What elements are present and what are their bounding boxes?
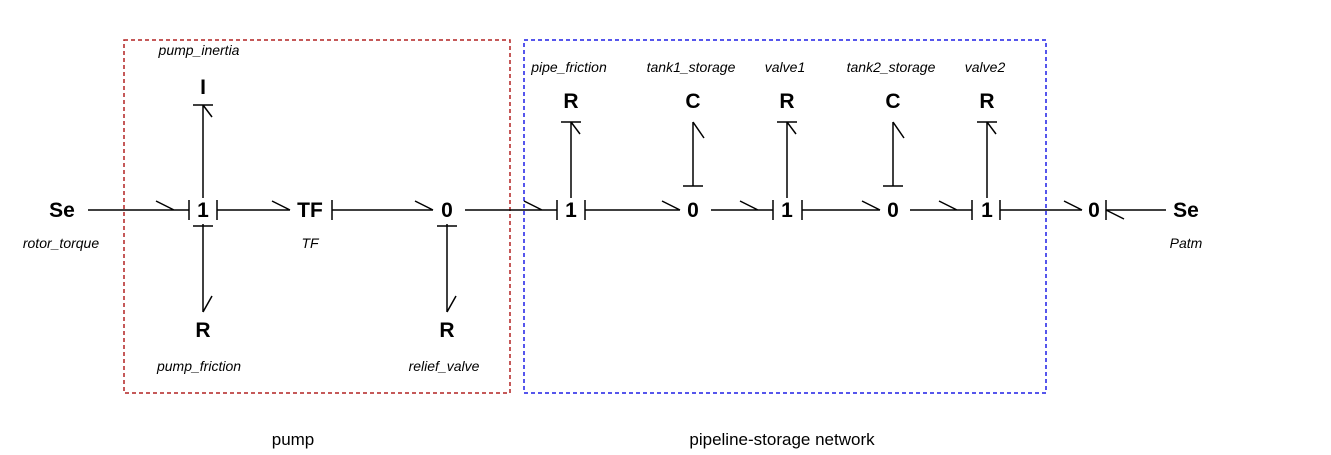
c-tank1-storage: C (685, 90, 700, 113)
bond-1-to-tf (216, 200, 291, 220)
bond-c-to-0-tank2 (883, 121, 905, 187)
se-left-source: Se (49, 199, 75, 222)
junction-1-pipe: 1 (565, 199, 577, 222)
se-right-source: Se (1173, 199, 1199, 222)
pump-group-box (123, 39, 511, 394)
bond-1-to-0-tank2 (801, 200, 881, 220)
junction-1-valve1: 1 (781, 199, 793, 222)
bond-1-to-r-valve1 (777, 121, 797, 198)
junction-1-pump: 1 (197, 199, 209, 222)
label-pump-friction: pump_friction (156, 358, 241, 374)
bond-1-to-r-pump (193, 224, 213, 313)
i-pump-inertia: I (200, 76, 206, 99)
c-tank2-storage: C (885, 90, 900, 113)
bond-c-to-0-tank1 (683, 121, 705, 187)
bond-1-to-r-valve2 (977, 121, 997, 198)
bond-0-to-1-pipe (465, 200, 558, 220)
r-pipe-friction: R (563, 90, 578, 113)
r-valve1: R (779, 90, 794, 113)
bond-1-to-r-pipe (561, 121, 581, 198)
bond-1-to-0-out (999, 200, 1083, 220)
bond-0-to-1-valve1 (711, 200, 774, 220)
label-rotor-torque: rotor_torque (23, 235, 99, 251)
junction-1-valve2: 1 (981, 199, 993, 222)
bond-se-to-1 (88, 200, 190, 220)
label-relief-valve: relief_valve (409, 358, 480, 374)
label-pipe-friction: pipe_friction (530, 59, 607, 75)
junction-0-out: 0 (1088, 199, 1100, 222)
r-valve2: R (979, 90, 994, 113)
label-valve1: valve1 (765, 59, 805, 75)
group-label-pump: pump (272, 430, 315, 449)
label-tank1-storage: tank1_storage (647, 59, 736, 75)
label-patm: Patm (1170, 235, 1203, 251)
tf-transformer: TF (297, 199, 323, 222)
bond-1-to-0-tank1 (584, 200, 681, 220)
r-relief-valve: R (439, 319, 454, 342)
junction-0-tank1: 0 (687, 199, 699, 222)
label-tank2-storage: tank2_storage (847, 59, 936, 75)
bond-se-to-0-out (1105, 200, 1166, 220)
r-pump-friction: R (195, 319, 210, 342)
label-tf: TF (301, 235, 320, 251)
label-pump-inertia: pump_inertia (158, 42, 240, 58)
network-group-box (523, 39, 1047, 394)
bond-0-to-1-valve2 (910, 200, 973, 220)
junction-0-tank2: 0 (887, 199, 899, 222)
label-valve2: valve2 (965, 59, 1006, 75)
bond-1-to-i (193, 104, 213, 198)
junction-0-pump: 0 (441, 199, 453, 222)
bond-tf-to-0 (331, 200, 434, 220)
group-label-network: pipeline-storage network (689, 430, 875, 449)
bond-0-to-r-relief (437, 224, 457, 313)
